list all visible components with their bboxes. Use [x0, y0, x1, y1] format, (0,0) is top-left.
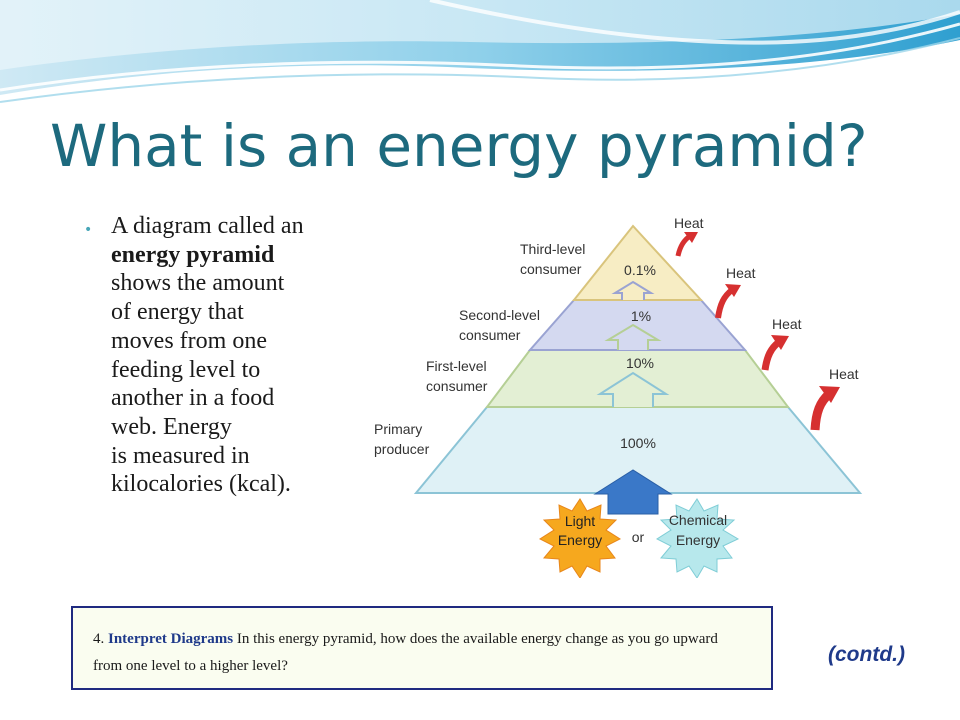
bullet-line: another in a food [111, 385, 275, 412]
question-label: Interpret Diagrams [108, 631, 234, 647]
light-energy-starburst-icon [538, 498, 622, 578]
percent-primary: 100% [620, 435, 656, 451]
label-third-level-line1: Third-level [520, 241, 585, 257]
continued-label: (contd.) [828, 643, 905, 666]
bullet-line: A diagram called an [111, 213, 304, 239]
label-first-level-line1: First-level [426, 358, 487, 374]
bullet-line-bold: energy pyramid [111, 241, 275, 268]
bullet-line: feeding level to [111, 356, 261, 383]
label-third-level-line2: consumer [520, 261, 582, 277]
bullet-line: web. Energy [111, 413, 232, 440]
bullet-line: of energy that [111, 299, 244, 326]
up-arrow-outline-icon [596, 371, 670, 407]
label-primary-line1: Primary [374, 421, 422, 437]
light-energy-line2: Energy [558, 532, 602, 548]
up-arrow-outline-icon [604, 323, 662, 350]
label-second-level-line1: Second-level [459, 307, 540, 323]
label-second-level-line2: consumer [459, 327, 521, 343]
question-box: 4. Interpret Diagrams In this energy pyr… [71, 606, 773, 690]
heat-arrow-icon [810, 386, 840, 431]
heat-label: Heat [726, 265, 756, 281]
chemical-energy-line1: Chemical [669, 512, 727, 528]
chemical-energy-starburst-icon [655, 498, 740, 578]
up-arrow-outline-icon [611, 280, 655, 300]
label-primary-line2: producer [374, 441, 430, 457]
question-number: 4. [93, 631, 105, 647]
chemical-energy-line2: Energy [676, 532, 720, 548]
source-arrow-icon [593, 469, 673, 515]
bullet-paragraph: A diagram called an energy pyramid shows… [111, 212, 361, 499]
bullet-line: kilocalories (kcal). [111, 471, 291, 498]
heat-label: Heat [674, 215, 704, 231]
energy-pyramid-diagram: Third-level consumer Second-level consum… [368, 208, 876, 578]
bullet-dot-icon: • [84, 222, 93, 238]
label-first-level-line2: consumer [426, 378, 488, 394]
bullet-line: is measured in [111, 442, 250, 469]
percent-first-level: 10% [626, 355, 654, 371]
or-label: or [632, 529, 645, 545]
bullet-line: shows the amount [111, 270, 285, 297]
heat-label: Heat [829, 366, 859, 382]
percent-second-level: 1% [631, 308, 651, 324]
light-energy-line1: Light [565, 513, 595, 529]
bullet-line: moves from one [111, 327, 267, 354]
slide-title: What is an energy pyramid? [50, 112, 868, 180]
percent-third-level: 0.1% [624, 262, 656, 278]
heat-arrow-icon [675, 232, 698, 257]
heat-arrow-icon [761, 335, 789, 371]
heat-arrow-icon [715, 284, 741, 319]
heat-label: Heat [772, 316, 802, 332]
question-text-block: 4. Interpret Diagrams In this energy pyr… [93, 626, 743, 680]
header-wave-decoration [0, 0, 960, 103]
question-text: In this energy pyramid, how does the ava… [93, 631, 718, 674]
